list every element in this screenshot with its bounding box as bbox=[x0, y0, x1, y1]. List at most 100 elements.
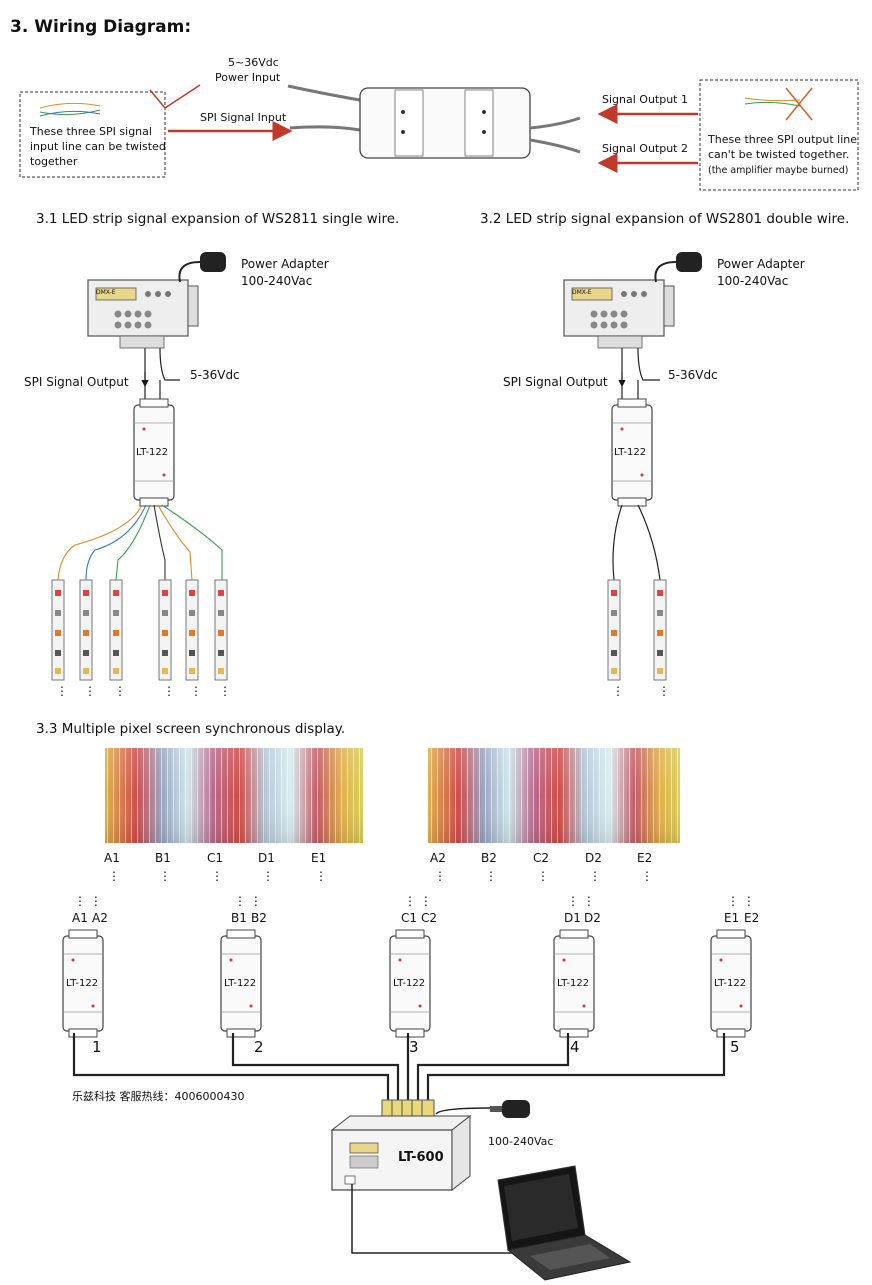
input-note-line3: together bbox=[30, 155, 78, 168]
screen1-label-e1: E1 bbox=[311, 851, 326, 865]
svg-text:⋮ ⋮: ⋮ ⋮ bbox=[727, 894, 755, 908]
signal-output-1-label: Signal Output 1 bbox=[602, 93, 688, 106]
amp5-number: 5 bbox=[730, 1038, 740, 1056]
controller-icon bbox=[330, 1114, 472, 1192]
amplifier-label: LT-122 bbox=[614, 447, 646, 458]
amplifier-label: LT-122 bbox=[136, 447, 168, 458]
cross-icon bbox=[744, 87, 813, 121]
svg-text:⋮: ⋮ bbox=[315, 869, 327, 883]
output-note-line2: can't be twisted together. bbox=[708, 148, 849, 161]
power-adapter-icon bbox=[654, 252, 702, 283]
signal-wires bbox=[72, 1033, 726, 1100]
section-32-diagram: DMX-E Power Adapter 100-240Vac SPI Signa… bbox=[503, 252, 805, 698]
amp4-number: 4 bbox=[570, 1038, 580, 1056]
controller-tag: DMX-E bbox=[572, 289, 592, 296]
led-strip-icon bbox=[607, 579, 667, 681]
led-strip-icon bbox=[51, 579, 228, 681]
amp5-label-b: E2 bbox=[744, 911, 759, 925]
power-adapter-voltage: 100-240Vac bbox=[241, 274, 312, 288]
amp3-label-a: C1 bbox=[401, 911, 417, 925]
svg-text:⋮ ⋮: ⋮ ⋮ bbox=[74, 894, 102, 908]
amp1-device: LT-122 bbox=[66, 978, 98, 989]
signal-output-2-label: Signal Output 2 bbox=[602, 142, 688, 155]
spi-output-label: SPI Signal Output bbox=[24, 375, 129, 389]
controller-tag: DMX-E bbox=[96, 289, 116, 296]
power-input-label: Power Input bbox=[215, 71, 281, 84]
svg-text:⋮: ⋮ bbox=[612, 684, 624, 698]
screen2-label-e2: E2 bbox=[637, 851, 652, 865]
screen1-label-a1: A1 bbox=[104, 851, 120, 865]
input-note-box bbox=[19, 91, 166, 178]
svg-text:⋮: ⋮ bbox=[114, 684, 126, 698]
pixel-screen-icon bbox=[105, 748, 363, 843]
section-31-heading: 3.1 LED strip signal expansion of WS2811… bbox=[36, 211, 399, 227]
voltage-label: 5-36Vdc bbox=[190, 368, 240, 382]
amp3-device: LT-122 bbox=[393, 978, 425, 989]
voltage-label: 5-36Vdc bbox=[668, 368, 718, 382]
amp4-device: LT-122 bbox=[557, 978, 589, 989]
screen1-label-c1: C1 bbox=[207, 851, 223, 865]
top-wiring: These three SPI signal input line can be… bbox=[19, 56, 859, 191]
amp5-device: LT-122 bbox=[714, 978, 746, 989]
section-31-diagram: DMX-E Power Adapter 100-240Vac SPI Signa… bbox=[24, 252, 329, 698]
screen2-label-d2: D2 bbox=[585, 851, 602, 865]
input-note-line1: These three SPI signal bbox=[29, 125, 152, 138]
section-33-heading: 3.3 Multiple pixel screen synchronous di… bbox=[36, 721, 345, 737]
amp3-number: 3 bbox=[409, 1038, 419, 1056]
svg-text:⋮: ⋮ bbox=[219, 684, 231, 698]
screen2-label-a2: A2 bbox=[430, 851, 446, 865]
amp2-device: LT-122 bbox=[224, 978, 256, 989]
svg-text:⋮: ⋮ bbox=[641, 869, 653, 883]
amp1-number: 1 bbox=[92, 1038, 102, 1056]
svg-text:⋮: ⋮ bbox=[163, 684, 175, 698]
twisted-wires-icon bbox=[39, 102, 101, 117]
svg-text:⋮: ⋮ bbox=[537, 869, 549, 883]
hotline-text: 乐兹科技 客服热线：4006000430 bbox=[72, 1089, 244, 1103]
power-label: 100-240Vac bbox=[488, 1135, 553, 1148]
svg-text:⋮: ⋮ bbox=[262, 869, 274, 883]
svg-text:⋮: ⋮ bbox=[589, 869, 601, 883]
laptop-icon bbox=[497, 1165, 632, 1281]
page-title: 3. Wiring Diagram: bbox=[10, 17, 191, 37]
input-note-line2: input line can be twisted bbox=[30, 140, 166, 153]
controller-label: LT-600 bbox=[398, 1150, 444, 1165]
svg-text:⋮ ⋮: ⋮ ⋮ bbox=[404, 894, 432, 908]
amp5-label-a: E1 bbox=[724, 911, 739, 925]
output-note-box bbox=[699, 79, 859, 191]
amplifier-icon bbox=[359, 87, 531, 159]
amp4-label-a: D1 bbox=[564, 911, 581, 925]
amp3-label-b: C2 bbox=[421, 911, 437, 925]
svg-text:⋮: ⋮ bbox=[434, 869, 446, 883]
spi-signal-input-label: SPI Signal Input bbox=[200, 111, 287, 124]
screen2-label-b2: B2 bbox=[481, 851, 497, 865]
screen2-label-c2: C2 bbox=[533, 851, 549, 865]
screen1-label-d1: D1 bbox=[258, 851, 275, 865]
output-note-line3: (the amplifier maybe burned) bbox=[708, 165, 848, 176]
power-input-voltage: 5~36Vdc bbox=[228, 56, 279, 69]
power-adapter-label: Power Adapter bbox=[717, 257, 805, 271]
svg-text:⋮: ⋮ bbox=[108, 869, 120, 883]
svg-text:⋮: ⋮ bbox=[159, 869, 171, 883]
amp2-label-a: B1 bbox=[231, 911, 247, 925]
pixel-screen-icon bbox=[428, 748, 680, 843]
amp2-number: 2 bbox=[254, 1038, 264, 1056]
section-32-heading: 3.2 LED strip signal expansion of WS2801… bbox=[480, 211, 849, 227]
svg-text:⋮: ⋮ bbox=[56, 684, 68, 698]
spi-output-label: SPI Signal Output bbox=[503, 375, 608, 389]
amp1-label-b: A2 bbox=[92, 911, 108, 925]
amp1-label-a: A1 bbox=[72, 911, 88, 925]
svg-text:⋮: ⋮ bbox=[211, 869, 223, 883]
svg-text:⋮: ⋮ bbox=[190, 684, 202, 698]
svg-text:⋮ ⋮: ⋮ ⋮ bbox=[567, 894, 595, 908]
power-adapter-voltage: 100-240Vac bbox=[717, 274, 788, 288]
output-note-line1: These three SPI output line bbox=[707, 133, 857, 146]
power-adapter-label: Power Adapter bbox=[241, 257, 329, 271]
power-adapter-icon bbox=[178, 252, 226, 283]
power-adapter-icon bbox=[490, 1100, 530, 1118]
svg-text:⋮ ⋮: ⋮ ⋮ bbox=[234, 894, 262, 908]
amplifier-row: ⋮ ⋮ A1 A2 LT-122 1 ⋮ ⋮ B1 B2 LT-122 2 ⋮ … bbox=[62, 894, 759, 1056]
screen1-label-b1: B1 bbox=[155, 851, 171, 865]
svg-text:⋮: ⋮ bbox=[658, 684, 670, 698]
svg-text:⋮: ⋮ bbox=[485, 869, 497, 883]
